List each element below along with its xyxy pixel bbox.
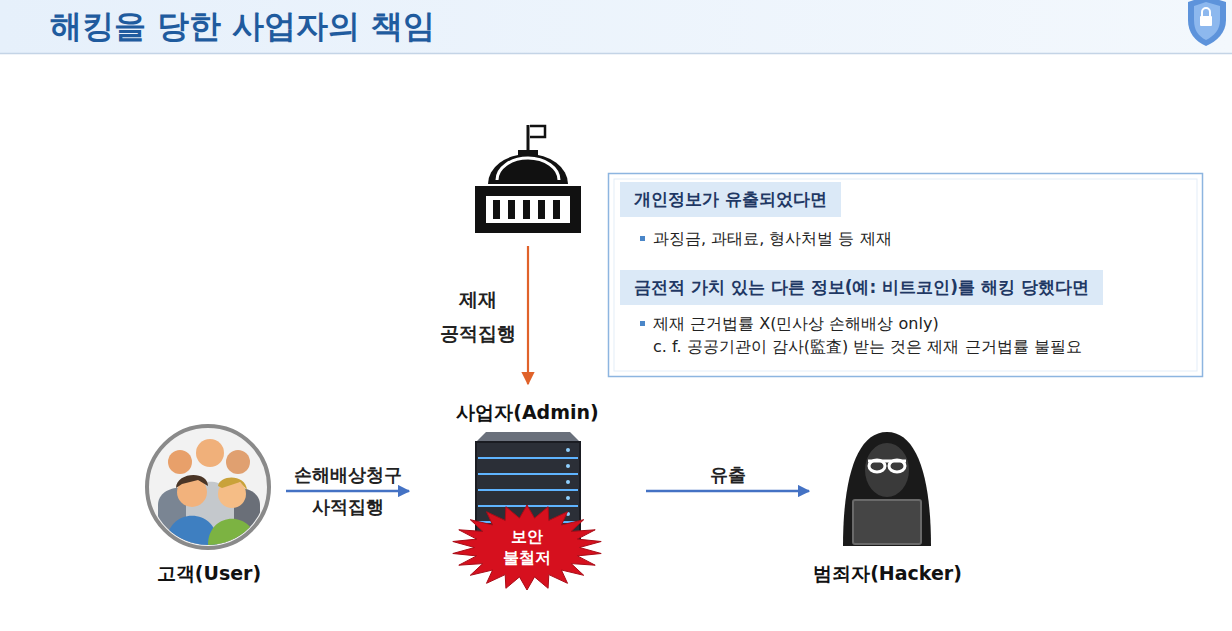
flow-arrow xyxy=(646,490,809,493)
band-heading: 금전적 가치 있는 다른 정보(예: 비트코인)를 해킹 당했다면 xyxy=(634,270,1089,305)
edge-label: 손해배상청구 사적집행 xyxy=(294,459,402,523)
note-text: 제재 공적집행 xyxy=(440,282,516,350)
node-caption: 고객(User) xyxy=(118,561,300,585)
shield-icon xyxy=(1188,0,1226,46)
admin-server: 사업자(Admin)보안 불철저 xyxy=(415,400,640,590)
band-heading: 개인정보가 유출되었다면 xyxy=(634,182,827,217)
node-caption: 범죄자(Hacker) xyxy=(795,561,980,585)
condition-band: 개인정보가 유출되었다면 xyxy=(620,182,841,217)
bullet-mark xyxy=(640,321,645,326)
starburst-outline xyxy=(453,505,601,590)
page-title: 해킹을 당한 사업자의 책임 xyxy=(50,6,435,46)
edge-label: 유출 xyxy=(710,463,746,487)
flow-arrow xyxy=(286,490,409,493)
note-text: 과징금, 과태료, 형사처벌 등 제재 xyxy=(653,228,892,250)
note-text: c. f. 공공기관이 감사(監査) 받는 것은 제재 근거법률 불필요 xyxy=(653,336,1082,358)
customer-group: 고객(User) xyxy=(138,420,280,585)
warning-text: 보안 불철저 xyxy=(503,527,551,569)
note-text: 제재 근거법률 X(민사상 손해배상 only) xyxy=(653,313,939,335)
info-panel xyxy=(609,174,1203,377)
header-band xyxy=(0,0,1232,53)
header-rule xyxy=(0,53,1232,55)
sanction-arrow xyxy=(527,246,529,384)
government-icon xyxy=(475,125,581,233)
node-caption: 사업자(Admin) xyxy=(395,400,660,424)
hacker-icon xyxy=(843,432,931,546)
hacker-figure: 범죄자(Hacker) xyxy=(815,420,960,585)
customer-icon xyxy=(147,426,269,560)
bullet-mark xyxy=(640,236,645,241)
warning-starburst: 보안 불철저 xyxy=(452,505,602,590)
info-panel-inner xyxy=(614,179,1197,371)
condition-band: 금전적 가치 있는 다른 정보(예: 비트코인)를 해킹 당했다면 xyxy=(620,270,1103,305)
